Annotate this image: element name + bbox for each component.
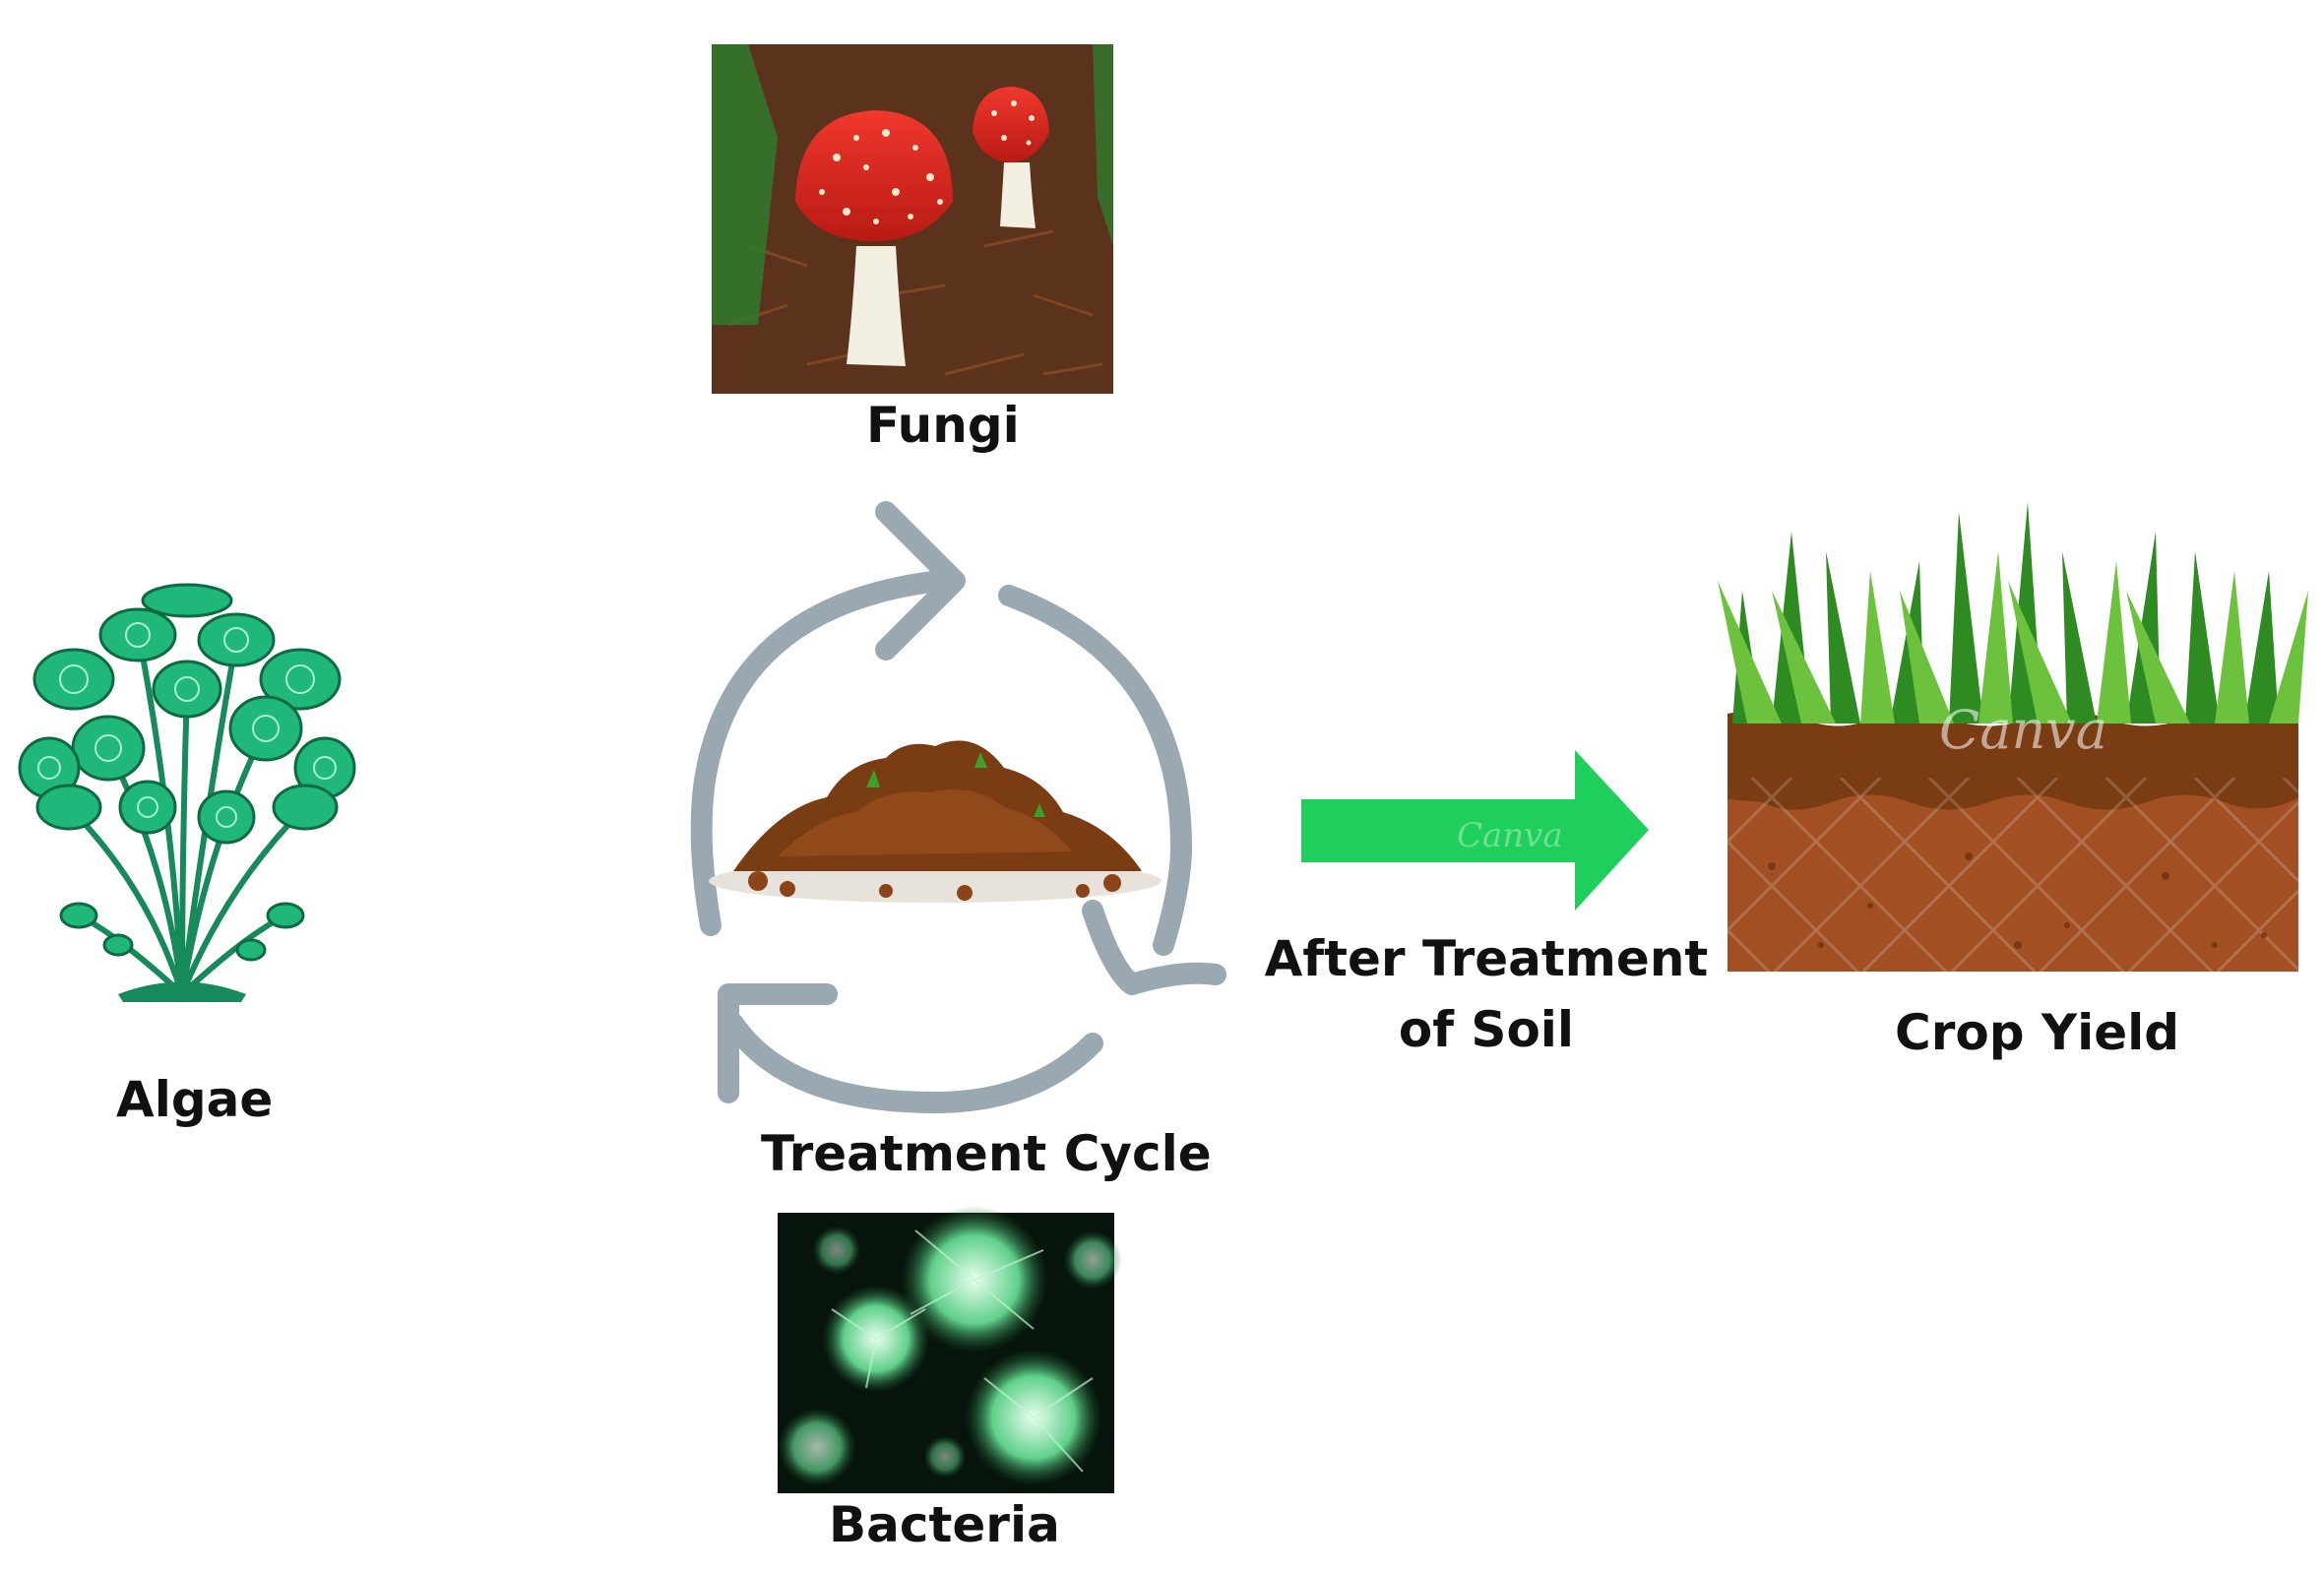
treatment-cycle-label: Treatment Cycle [761,1125,1212,1182]
crop-watermark: Canva [1939,699,2107,761]
soil-pile-icon [709,740,1162,903]
bacteria-label: Bacteria [829,1496,1060,1553]
bacteria-photo-icon [778,1206,1122,1493]
grass-soil-icon: Canva [1718,502,2308,972]
arrow-watermark: Canva [1457,816,1563,855]
cycle-arrows-icon [690,501,1226,1113]
fungi-label: Fungi [866,397,1020,454]
algae-illustration-icon [18,583,356,1002]
after-treatment-label: After Treatment of Soil [1264,930,1709,1058]
algae-label: Algae [116,1071,274,1128]
crop-yield-label: Crop Yield [1895,1004,2180,1061]
right-arrow-icon: Canva [1301,750,1649,911]
fungi-photo-icon [712,44,1113,394]
